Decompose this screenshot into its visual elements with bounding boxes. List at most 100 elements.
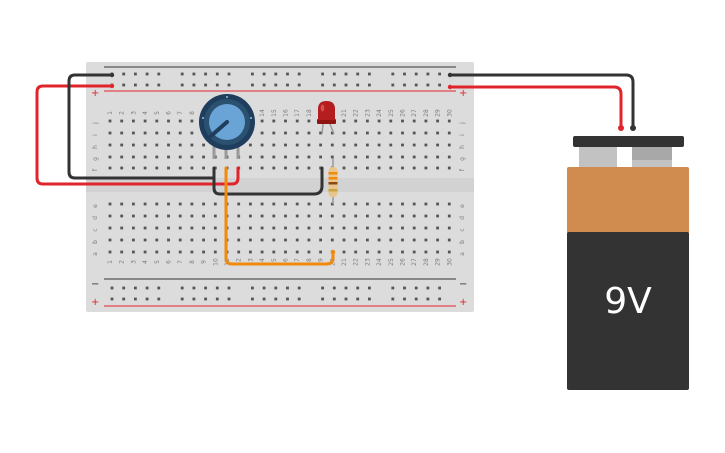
rail-hole[interactable] [332,286,336,290]
rail-hole[interactable] [262,286,266,290]
hole-c28[interactable] [424,226,428,230]
hole-g2[interactable] [120,155,124,159]
rail-hole[interactable] [215,72,219,76]
hole-b3[interactable] [132,238,135,242]
rail-hole[interactable] [344,72,348,76]
hole-c3[interactable] [132,226,135,230]
hole-e5[interactable] [155,202,159,206]
rail-hole[interactable] [192,297,196,301]
hole-b26[interactable] [401,238,404,242]
rail-hole[interactable] [344,286,348,290]
hole-i17[interactable] [295,131,299,135]
rail-hole[interactable] [251,297,254,301]
rail-hole[interactable] [204,83,207,87]
hole-h19[interactable] [319,143,322,147]
hole-g7[interactable] [178,155,182,159]
hole-c16[interactable] [284,226,287,230]
hole-d29[interactable] [436,214,439,218]
hole-b8[interactable] [190,238,194,242]
rail-hole[interactable] [332,83,336,87]
hole-e28[interactable] [424,202,428,206]
hole-i1[interactable] [108,131,112,135]
hole-e21[interactable] [342,202,346,206]
hole-a8[interactable] [190,250,194,254]
hole-c17[interactable] [295,226,299,230]
rail-hole[interactable] [227,83,231,87]
hole-j4[interactable] [143,119,147,123]
rail-hole[interactable] [274,297,278,301]
hole-c26[interactable] [401,226,404,230]
hole-h14[interactable] [260,143,264,147]
rail-hole[interactable] [145,72,149,76]
rail-hole[interactable] [134,83,137,87]
hole-b30[interactable] [447,238,451,242]
hole-j15[interactable] [272,119,276,123]
rail-hole[interactable] [204,297,207,301]
rail-hole[interactable] [321,286,324,290]
hole-d2[interactable] [120,214,124,218]
hole-f18[interactable] [307,166,311,170]
hole-e15[interactable] [272,202,276,206]
hole-g24[interactable] [377,155,381,159]
hole-j30[interactable] [447,119,451,123]
hole-g26[interactable] [401,155,404,159]
rail-hole[interactable] [134,72,137,76]
hole-g4[interactable] [143,155,147,159]
hole-c27[interactable] [412,226,416,230]
hole-d4[interactable] [143,214,147,218]
hole-c20[interactable] [330,226,334,230]
rail-hole[interactable] [204,286,207,290]
hole-i15[interactable] [272,131,276,135]
hole-i19[interactable] [319,131,322,135]
rail-hole[interactable] [426,83,430,87]
hole-h25[interactable] [389,143,393,147]
hole-i21[interactable] [342,131,346,135]
hole-h26[interactable] [401,143,404,147]
hole-b25[interactable] [389,238,393,242]
hole-c2[interactable] [120,226,124,230]
hole-d3[interactable] [132,214,135,218]
rail-hole[interactable] [204,72,207,76]
hole-c22[interactable] [354,226,358,230]
hole-f15[interactable] [272,166,276,170]
hole-i28[interactable] [424,131,428,135]
hole-g20[interactable] [330,155,334,159]
hole-h22[interactable] [354,143,358,147]
hole-a2[interactable] [120,250,124,254]
resistor[interactable] [328,158,338,204]
hole-i29[interactable] [436,131,439,135]
wire-red-battery-positive[interactable] [448,85,623,130]
hole-g28[interactable] [424,155,428,159]
rail-hole[interactable] [403,297,406,301]
hole-a6[interactable] [167,250,170,254]
rail-hole[interactable] [262,72,266,76]
hole-a25[interactable] [389,250,393,254]
rail-hole[interactable] [321,83,324,87]
hole-h27[interactable] [412,143,416,147]
rail-hole[interactable] [262,83,266,87]
hole-b23[interactable] [366,238,369,242]
hole-h1[interactable] [108,143,112,147]
hole-h28[interactable] [424,143,428,147]
hole-i16[interactable] [284,131,287,135]
rail-hole[interactable] [145,83,149,87]
hole-a29[interactable] [436,250,439,254]
hole-b28[interactable] [424,238,428,242]
hole-g22[interactable] [354,155,358,159]
rail-hole[interactable] [274,286,278,290]
hole-e8[interactable] [190,202,194,206]
rail-hole[interactable] [297,297,301,301]
hole-e18[interactable] [307,202,311,206]
hole-f2[interactable] [120,166,124,170]
hole-a5[interactable] [155,250,159,254]
rail-hole[interactable] [157,72,161,76]
hole-j3[interactable] [132,119,135,123]
hole-a17[interactable] [295,250,299,254]
hole-h7[interactable] [178,143,182,147]
hole-e30[interactable] [447,202,451,206]
hole-d19[interactable] [319,214,322,218]
hole-c8[interactable] [190,226,194,230]
rail-hole[interactable] [368,72,371,76]
hole-c15[interactable] [272,226,276,230]
hole-h18[interactable] [307,143,311,147]
